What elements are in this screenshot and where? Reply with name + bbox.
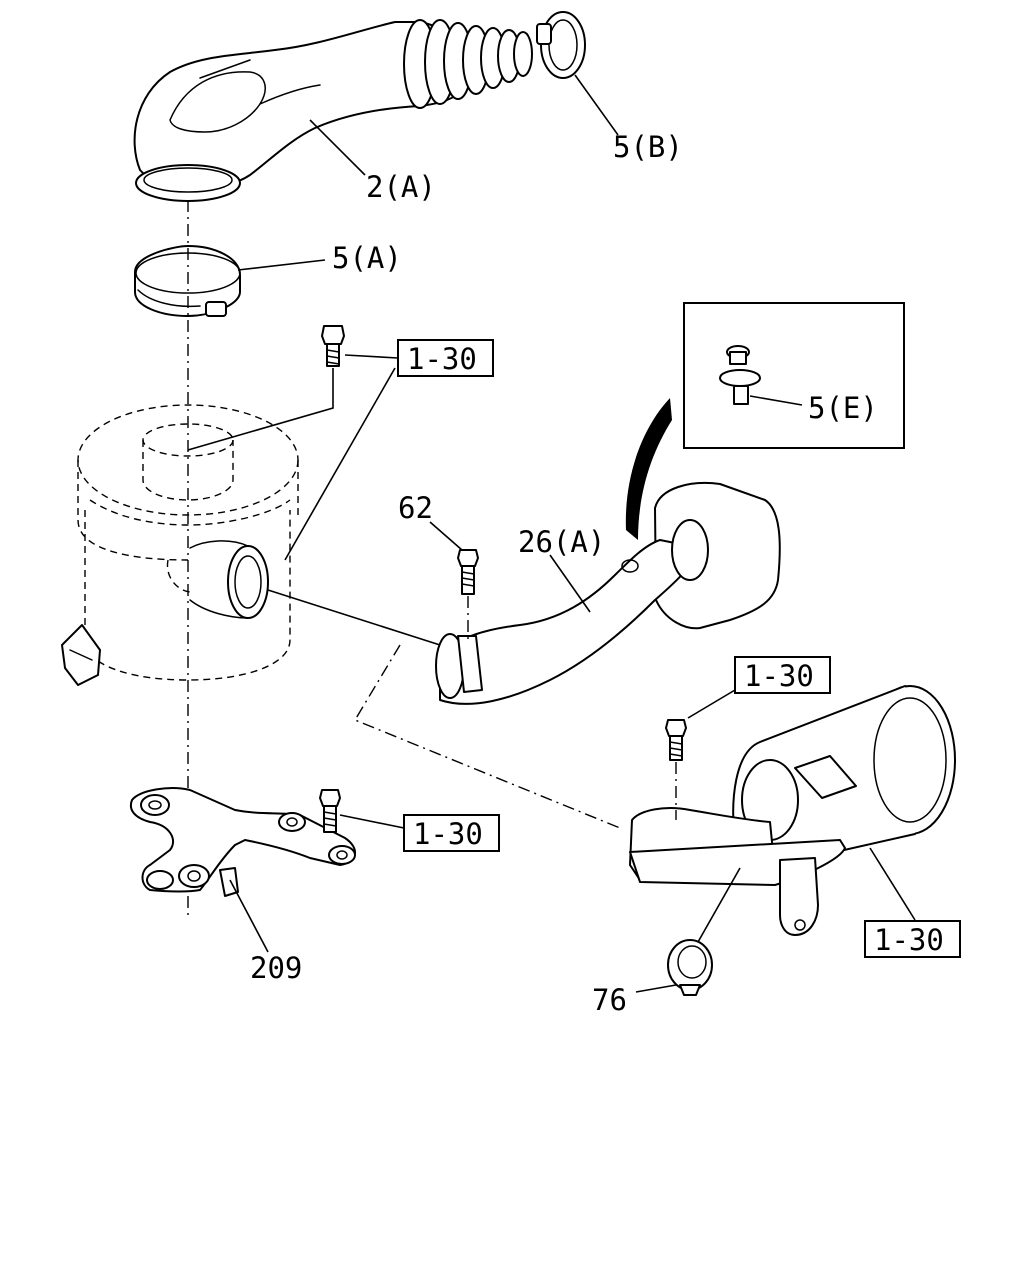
clip-e[interactable] <box>719 345 761 405</box>
grommet-76[interactable] <box>667 939 713 996</box>
bracket-bolt[interactable] <box>319 789 341 833</box>
route-line <box>353 644 621 829</box>
air-duct[interactable] <box>435 482 781 705</box>
leader-ref-bracket-bolt <box>339 814 405 829</box>
label-5a[interactable]: 5(A) <box>332 241 402 275</box>
label-5b[interactable]: 5(B) <box>613 130 683 164</box>
ref-text-resonator-bolt: 1-30 <box>744 659 814 693</box>
ref-text-bracket-bolt: 1-30 <box>413 817 483 851</box>
label-2a[interactable]: 2(A) <box>366 170 436 204</box>
cleaner-bolt[interactable] <box>321 325 345 367</box>
label-76[interactable]: 76 <box>592 983 627 1017</box>
leader-2a <box>309 119 366 176</box>
ref-box-resonator-bolt[interactable]: 1-30 <box>734 656 831 694</box>
shield <box>625 398 672 540</box>
cleaner-outlet <box>189 540 269 619</box>
leader-5a <box>237 259 326 271</box>
bolt-62[interactable] <box>457 549 479 595</box>
ref-box-bracket-bolt[interactable]: 1-30 <box>403 814 500 852</box>
bracket-209[interactable] <box>130 787 356 897</box>
leader-76-label <box>635 984 677 993</box>
leader-ref-resonator-bolt <box>687 689 736 719</box>
cleaner-bolt-leader <box>187 368 334 451</box>
leader-ref-resonator <box>869 847 916 921</box>
leader-5b <box>574 74 619 136</box>
leader-26a <box>549 554 591 613</box>
leader-ref-cleaner-bolt <box>344 354 399 359</box>
ref-box-resonator[interactable]: 1-30 <box>864 920 961 958</box>
label-26a[interactable]: 26(A) <box>518 525 605 559</box>
leader-209 <box>229 879 269 953</box>
leader-62 <box>429 521 463 551</box>
leader-cleaner-to-duct <box>267 589 441 646</box>
cleaner-clip <box>61 624 101 686</box>
leader-ref-cleaner-pipe <box>284 367 396 561</box>
resonator[interactable] <box>629 685 956 936</box>
ref-text-resonator: 1-30 <box>874 923 944 957</box>
label-62[interactable]: 62 <box>398 491 433 525</box>
label-209[interactable]: 209 <box>250 951 302 985</box>
hose-clamp-b[interactable] <box>536 11 586 79</box>
clip-detail-box <box>683 302 905 449</box>
ref-text-cleaner-bolt: 1-30 <box>407 342 477 376</box>
intake-hose[interactable] <box>133 19 533 202</box>
label-5e[interactable]: 5(E) <box>808 391 878 425</box>
leader-76 <box>697 867 741 943</box>
leader-5e <box>749 395 803 406</box>
ref-box-cleaner-bolt[interactable]: 1-30 <box>397 339 494 377</box>
resonator-bolt[interactable] <box>665 719 687 761</box>
